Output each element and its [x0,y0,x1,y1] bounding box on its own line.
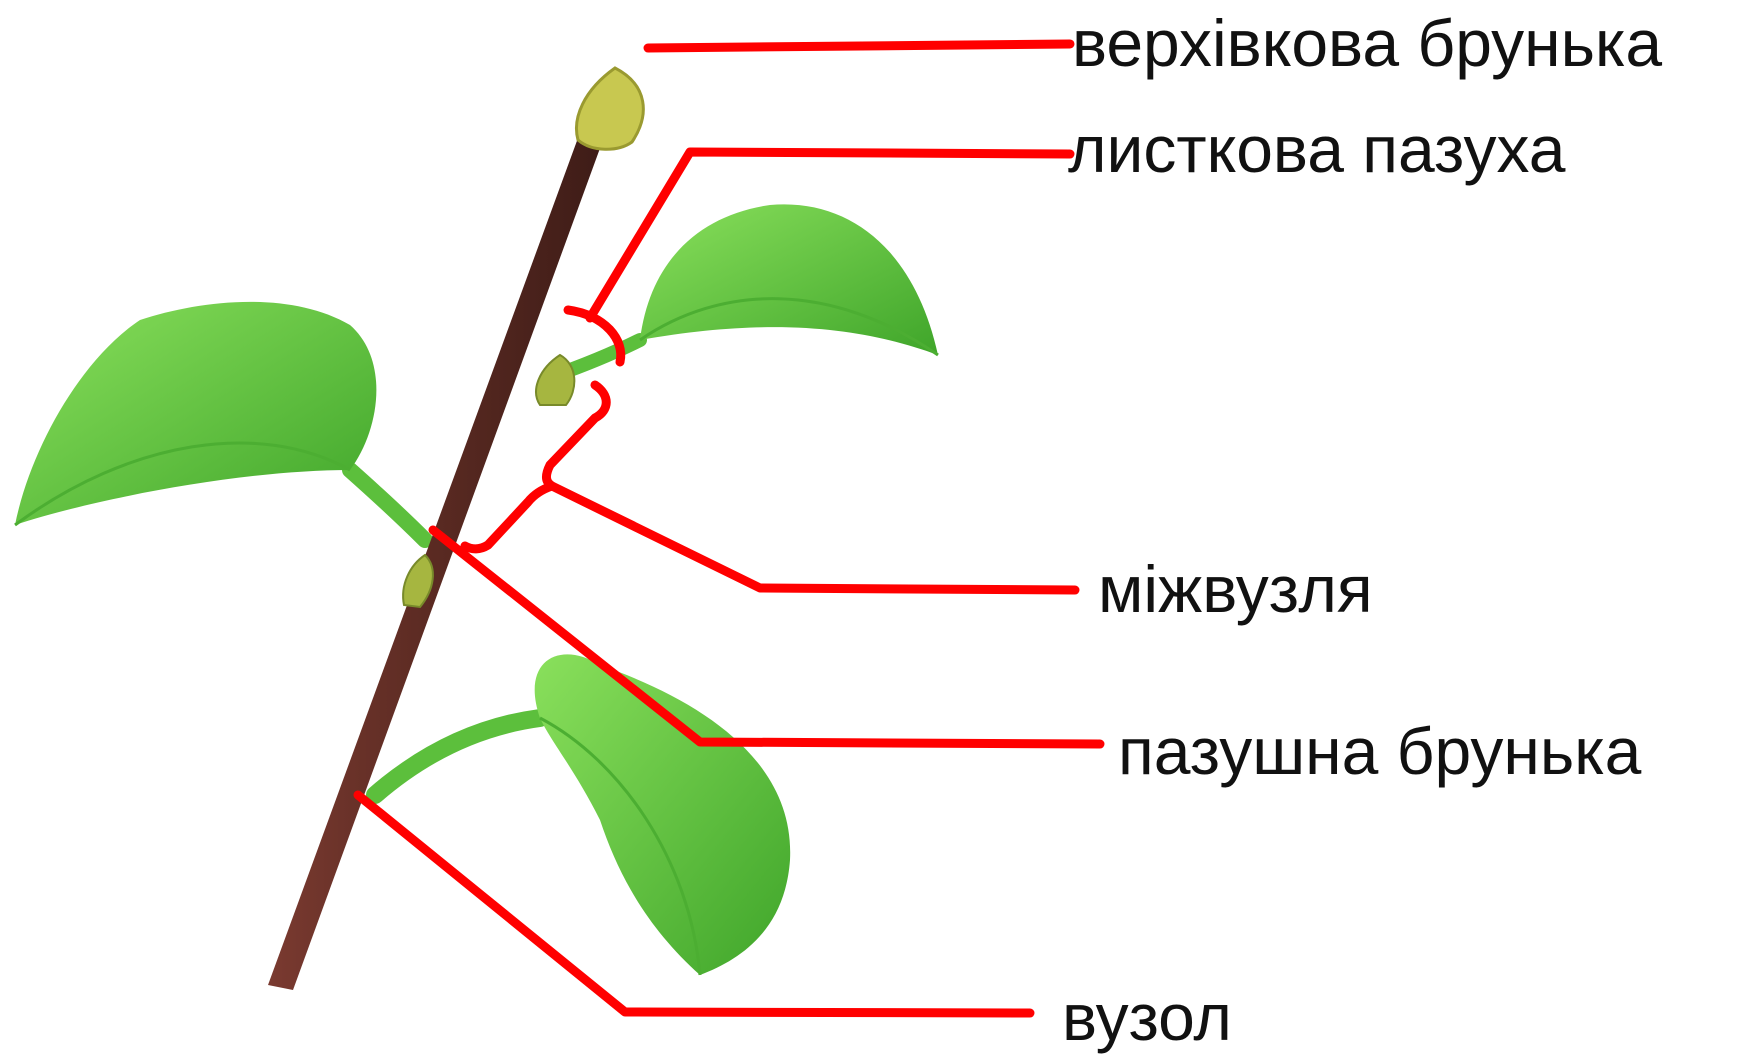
lower-leaf [535,654,791,975]
leaf-axil-label: листкова пазуха [1068,112,1566,186]
apical-bud-leader [648,44,1070,48]
axillary-bud-upper [536,355,574,405]
lower-petiole [375,718,540,795]
internode-leader [552,486,1075,590]
apical-bud [577,68,644,149]
apical-bud-label: верхівкова брунька [1072,6,1662,80]
labels: верхівкова брунька листкова пазуха міжву… [1062,6,1662,1054]
left-petiole [350,470,425,540]
internode-label: міжвузля [1098,552,1373,626]
axillary-bud-label: пазушна брунька [1118,714,1642,788]
node-label: вузол [1062,980,1232,1054]
shoot-illustration [15,68,938,990]
upper-right-leaf [640,204,938,355]
